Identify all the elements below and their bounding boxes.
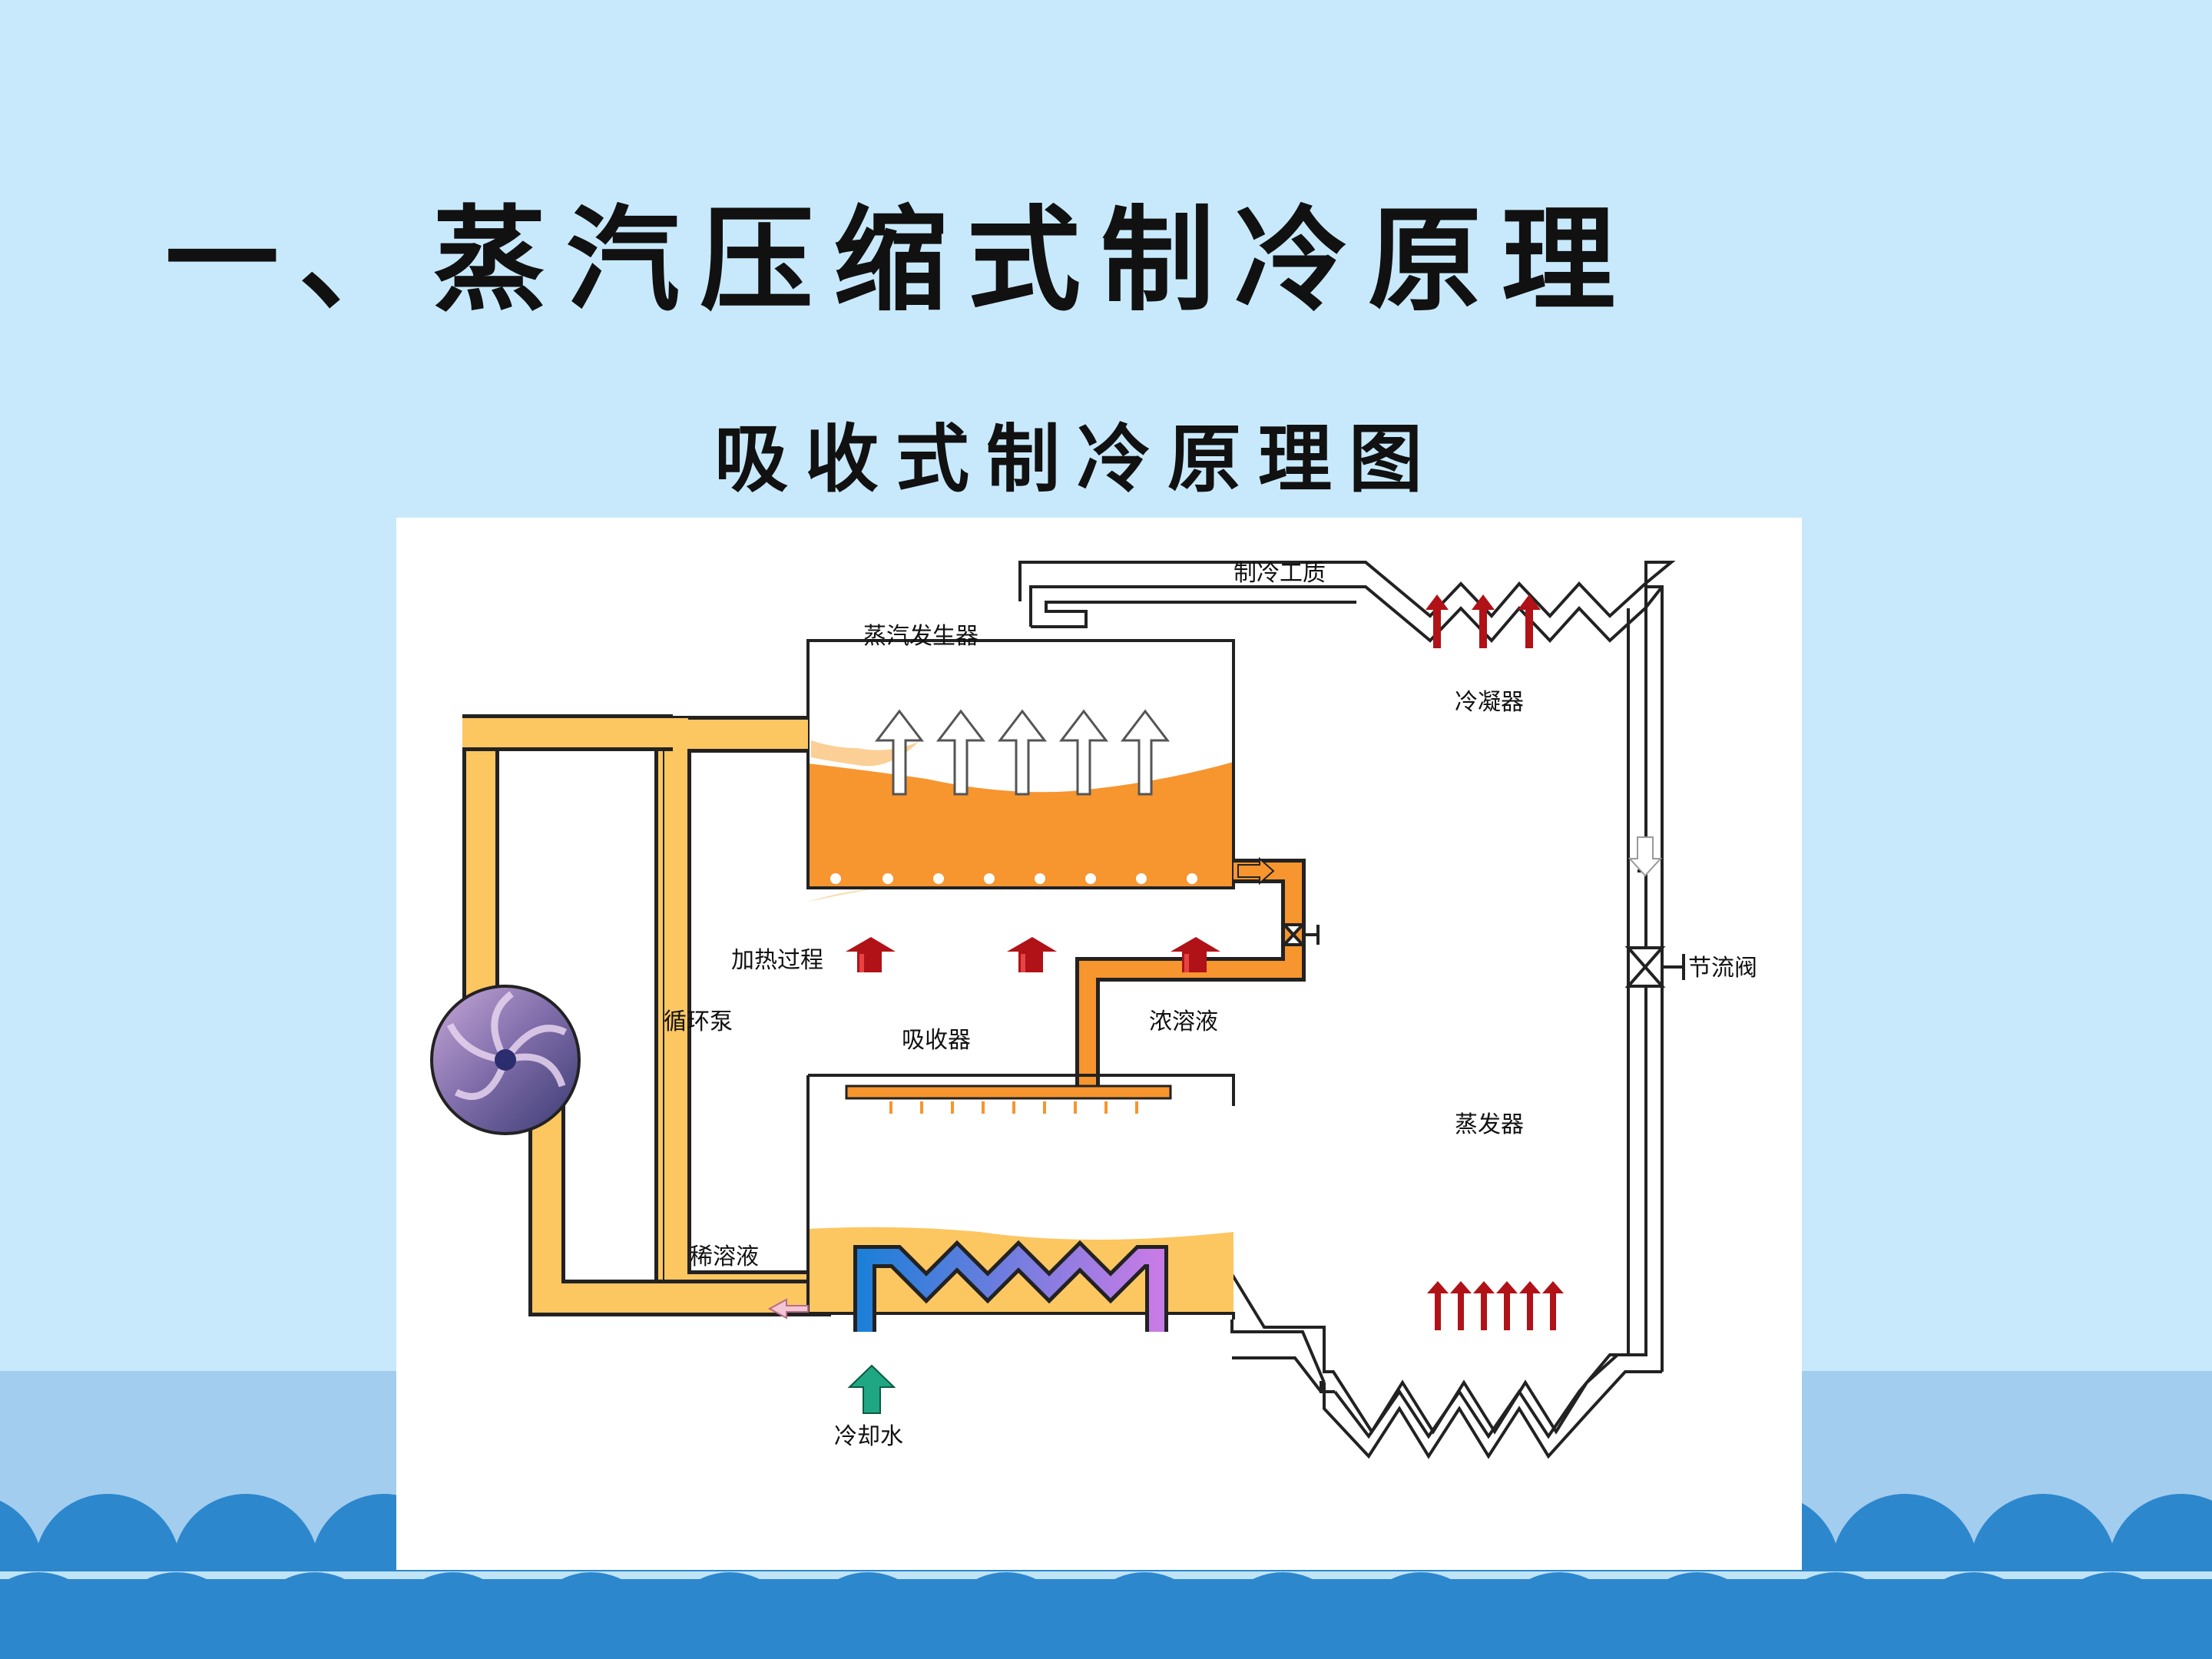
label-cooling-water: 冷却水: [834, 1423, 903, 1450]
label-heating-process: 加热过程: [731, 947, 823, 974]
concentrated-solution-pipe: [1075, 859, 1306, 1086]
condenser-heat-arrows-icon: [1426, 594, 1541, 648]
label-evaporator: 蒸发器: [1455, 1111, 1524, 1138]
label-condenser: 冷凝器: [1455, 689, 1524, 716]
refrigerant-down-arrow-icon: [1628, 836, 1663, 877]
diagram-title: 吸收式制冷原理图: [714, 416, 1439, 502]
absorption-refrigeration-diagram: 制冷工质 蒸汽发生器 冷凝器 加热过程 循环泵 吸收器 浓溶液 节流阀 蒸发器 …: [430, 560, 1757, 1459]
label-absorber: 吸收器: [902, 1027, 971, 1054]
circulation-pump-icon: [430, 985, 581, 1135]
label-refrigerant: 制冷工质: [1233, 560, 1326, 587]
throttle-valve-icon: [1624, 946, 1685, 988]
diagram-panel: 制冷工质 蒸汽发生器 冷凝器 加热过程 循环泵 吸收器 浓溶液 节流阀 蒸发器 …: [396, 518, 1802, 1570]
cooling-coil: [853, 1240, 1168, 1332]
label-throttle-valve: 节流阀: [1688, 955, 1757, 982]
vapor-up-arrows-icon: [874, 709, 1171, 796]
slide-title: 一、蒸汽压缩式制冷原理: [165, 193, 1635, 326]
pump-inlet-pipe: [462, 714, 831, 1316]
label-steam-generator: 蒸汽发生器: [863, 623, 979, 650]
refrigerant-pipe: [1018, 561, 1676, 1435]
label-concentrated-solution: 浓溶液: [1149, 1008, 1218, 1035]
dilute-flow-arrow-icon: [767, 1298, 809, 1320]
evaporator-heat-arrows-icon: [1427, 1281, 1564, 1330]
cooling-water-arrow-icon: [847, 1364, 896, 1414]
steam-generator-vessel: [806, 639, 1235, 902]
solution-valve-icon: [1280, 923, 1320, 946]
refrigerant-pipe-walls: [1029, 585, 1664, 1459]
concentrate-flow-arrow-icon: [1237, 856, 1275, 886]
label-circulation-pump: 循环泵: [664, 1008, 733, 1035]
label-dilute-solution: 稀溶液: [690, 1243, 759, 1270]
heating-arrows-icon: [846, 937, 1220, 972]
